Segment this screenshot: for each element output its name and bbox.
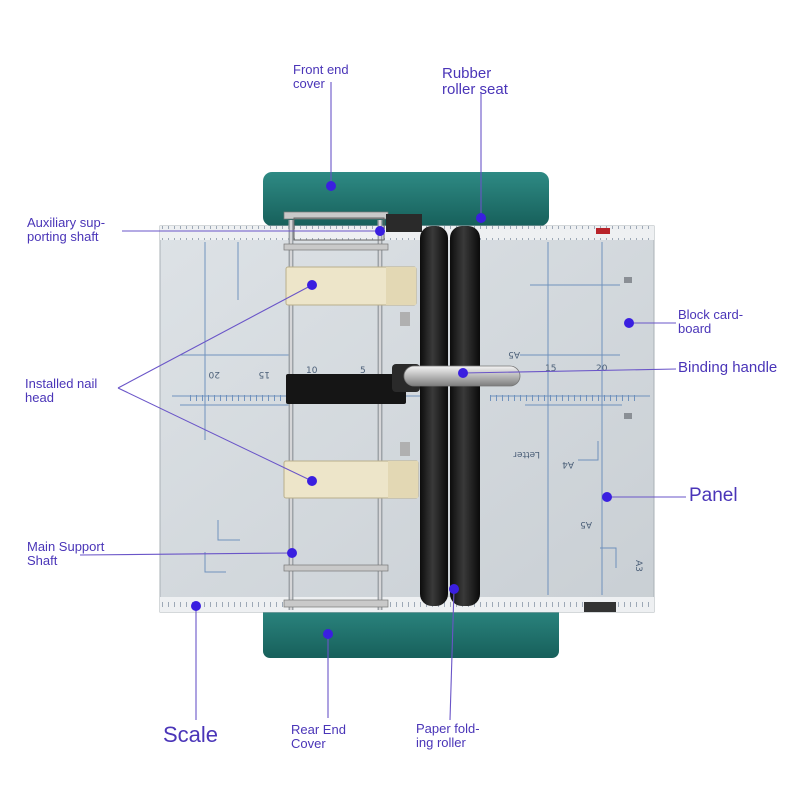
dot-binding-handle — [458, 368, 468, 378]
label-panel: Panel — [689, 485, 738, 506]
paper-folding-roller-right — [450, 226, 480, 606]
label-installed-nail-head: Installed nail head — [25, 377, 97, 404]
board-guide-lines — [172, 242, 650, 595]
label-line: Paper fold- — [416, 721, 480, 736]
mark-20-left: 20 — [208, 369, 220, 379]
rear-end-cover — [263, 602, 559, 658]
dot-front-end-cover — [326, 181, 336, 191]
dot-rubber-roller-seat — [476, 213, 486, 223]
label-paper-folding-roller: Paper fold- ing roller — [416, 722, 480, 749]
dot-main-support-shaft — [287, 548, 297, 558]
label-line: ing roller — [416, 734, 466, 750]
mark-letter: Letter — [513, 449, 540, 459]
leader-lines — [79, 82, 686, 721]
label-main-support-shaft: Main Support Shaft — [27, 540, 104, 567]
dot-paper-folding-roller — [449, 584, 459, 594]
label-line: Cover — [291, 735, 326, 751]
label-line: board — [678, 320, 712, 336]
label-auxiliary-shaft: Auxiliary sup- porting shaft — [27, 216, 105, 243]
mark-a3: A3 — [633, 560, 643, 572]
label-line: Rubber — [442, 65, 492, 82]
label-line: Auxiliary sup- — [27, 215, 106, 230]
label-line: roller seat — [442, 80, 508, 98]
label-rubber-roller-seat: Rubber roller seat — [442, 66, 508, 98]
label-line: head — [25, 389, 54, 405]
label-front-end-cover: Front end cover — [293, 63, 349, 90]
label-line: Shaft — [27, 552, 58, 568]
dot-scale — [191, 601, 201, 611]
mark-15-right: 15 — [545, 364, 556, 374]
label-line: Main Support — [27, 539, 105, 554]
mark-15-left: 15 — [259, 369, 270, 379]
mark-20-right: 20 — [596, 364, 608, 374]
dot-auxiliary-shaft — [375, 226, 385, 236]
label-line: cover — [293, 75, 325, 91]
binding-handle-bar — [286, 374, 406, 404]
label-rear-end-cover: Rear End Cover — [291, 723, 346, 750]
dot-rear-end-cover — [323, 629, 333, 639]
mark-10: 10 — [306, 366, 318, 376]
mark-a5-top: A5 — [508, 349, 520, 359]
label-binding-handle: Binding handle — [678, 359, 778, 376]
label-scale: Scale — [163, 722, 219, 747]
mark-a5-bottom: A5 — [580, 519, 592, 529]
label-line: Block card- — [678, 307, 744, 322]
label-line: Rear End — [291, 722, 346, 737]
dot-nail-head-upper — [307, 280, 317, 290]
dot-nail-head-lower — [307, 476, 317, 486]
label-block-cardboard: Block card- board — [678, 308, 743, 335]
dot-panel — [602, 492, 612, 502]
marker-dots — [191, 181, 634, 639]
label-line: Installed nail — [25, 376, 98, 391]
label-line: Front end — [293, 62, 349, 77]
dot-block-cardboard — [624, 318, 634, 328]
label-line: porting shaft — [27, 228, 99, 244]
mark-a4: A4 — [562, 459, 574, 469]
paper-folding-roller-left — [420, 226, 448, 606]
mark-5: 5 — [360, 366, 366, 376]
